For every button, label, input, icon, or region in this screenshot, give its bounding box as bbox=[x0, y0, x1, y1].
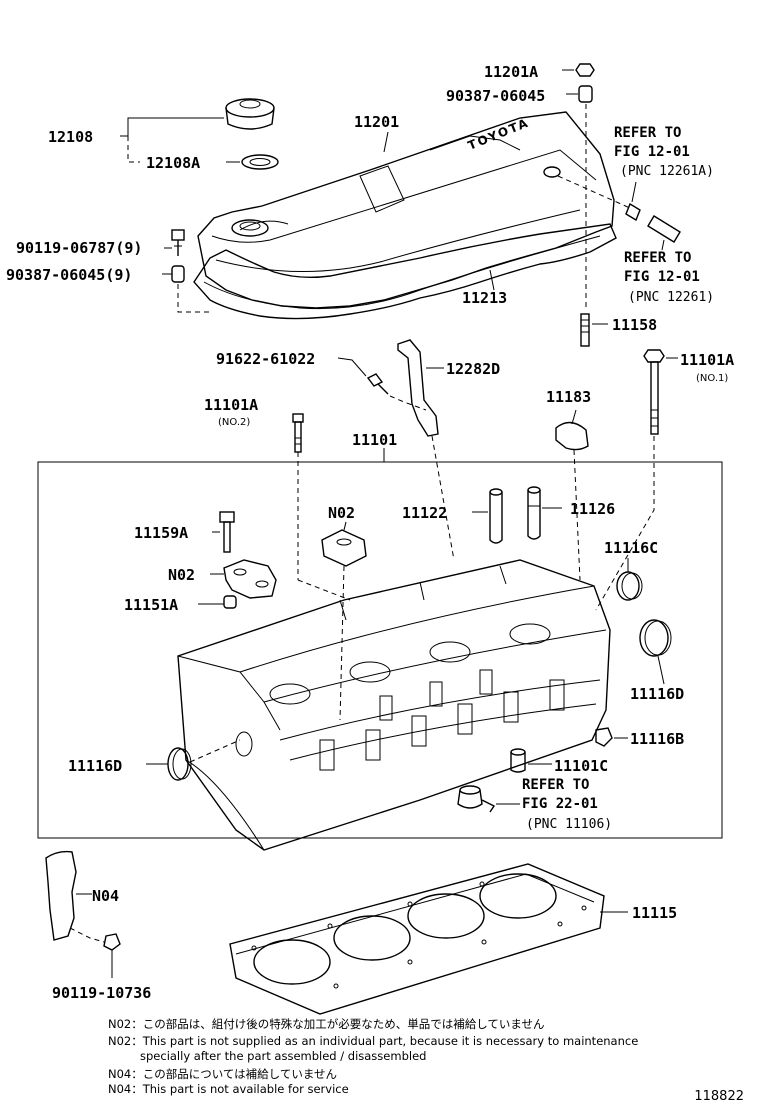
label-12282D: 12282D bbox=[446, 360, 500, 378]
bearing-cap-bolt bbox=[219, 511, 235, 553]
cover-nut-top bbox=[575, 63, 595, 77]
label-90387-06045-9: 90387-06045(9) bbox=[6, 266, 132, 284]
ref2-line3: (PNC 12261) bbox=[628, 290, 714, 305]
label-11183: 11183 bbox=[546, 388, 591, 406]
valve-guide-bushing-2 bbox=[527, 486, 541, 540]
pcv-hose-b bbox=[647, 215, 681, 243]
label-11122: 11122 bbox=[402, 504, 447, 522]
leader-11213 bbox=[489, 269, 495, 291]
label-90119-06787: 90119-06787(9) bbox=[16, 239, 142, 257]
label-N02-lower: N02 bbox=[168, 566, 195, 584]
label-11101C: 11101C bbox=[554, 757, 608, 775]
cover-bolt-left bbox=[171, 229, 185, 256]
cylinder-head bbox=[177, 559, 611, 851]
leader-12108A bbox=[127, 136, 140, 163]
label-11201A: 11201A bbox=[484, 63, 538, 81]
nozzle-holder-seat bbox=[457, 785, 496, 813]
dowel-11151A bbox=[223, 595, 237, 609]
engine-hanger-bracket bbox=[397, 339, 439, 437]
pcv-hose-a bbox=[625, 202, 641, 222]
label-11126: 11126 bbox=[570, 500, 615, 518]
plug-11116C bbox=[616, 571, 643, 601]
label-11101A-no1-sub: (NO.1) bbox=[696, 373, 728, 384]
bearing-cap-N02-upper bbox=[321, 529, 367, 567]
bracket-bolt-N04 bbox=[103, 933, 121, 978]
bracket-bolt bbox=[366, 373, 389, 395]
head-bolt-no1 bbox=[643, 349, 665, 435]
label-N04: N04 bbox=[92, 887, 119, 905]
label-11101A-no2: 11101A bbox=[204, 396, 258, 414]
label-11201: 11201 bbox=[354, 113, 399, 131]
label-11158: 11158 bbox=[612, 316, 657, 334]
bracket-N04 bbox=[45, 850, 77, 941]
label-11101: 11101 bbox=[352, 431, 397, 449]
leader-12108 bbox=[120, 117, 224, 137]
ref1-line2: FIG 12-01 bbox=[614, 144, 690, 160]
note-n02-en-cont: specially after the part assembled / dis… bbox=[140, 1049, 427, 1063]
camshaft-bearing-cap-11183 bbox=[555, 421, 589, 451]
ref3-line2: FIG 22-01 bbox=[522, 796, 598, 812]
cover-grommet-left bbox=[171, 265, 185, 283]
label-12108A: 12108A bbox=[146, 154, 200, 172]
cylinder-head-group-frame bbox=[37, 461, 723, 839]
note-n04-jp: N04：この部品については補給していません bbox=[108, 1067, 337, 1081]
head-cover-gasket bbox=[193, 223, 617, 320]
label-11115: 11115 bbox=[632, 904, 677, 922]
label-N02-upper: N02 bbox=[328, 504, 355, 522]
oil-filler-cap-gasket bbox=[241, 154, 279, 170]
plug-11116D-left bbox=[167, 747, 192, 781]
ref2-line2: FIG 12-01 bbox=[624, 269, 700, 285]
ref1-line1: REFER TO bbox=[614, 125, 681, 141]
ref3-line1: REFER TO bbox=[522, 777, 589, 793]
label-11101A-no1: 11101A bbox=[680, 351, 734, 369]
stud-bolt bbox=[580, 313, 590, 347]
plug-11116B bbox=[595, 727, 613, 747]
label-11116B: 11116B bbox=[630, 730, 684, 748]
note-n04-en: N04：This part is not available for servi… bbox=[108, 1082, 349, 1096]
ref2-line1: REFER TO bbox=[624, 250, 691, 266]
head-bolt-no2 bbox=[292, 413, 304, 453]
cover-grommet-top bbox=[578, 85, 593, 103]
ref1-line3: (PNC 12261A) bbox=[620, 164, 714, 179]
label-11151A: 11151A bbox=[124, 596, 178, 614]
cylinder-head-cover: TOYOTA bbox=[197, 111, 615, 309]
label-11213: 11213 bbox=[462, 289, 507, 307]
label-11116D-right: 11116D bbox=[630, 685, 684, 703]
note-n02-en: N02：This part is not supplied as an indi… bbox=[108, 1034, 639, 1048]
cylinder-head-gasket bbox=[229, 863, 605, 1015]
label-90119-10736: 90119-10736 bbox=[52, 984, 151, 1002]
figure-number: 118822 bbox=[694, 1089, 744, 1104]
oil-filler-cap bbox=[225, 98, 275, 130]
label-90387-06045-top: 90387-06045 bbox=[446, 87, 545, 105]
label-12108: 12108 bbox=[48, 128, 93, 146]
label-11159A: 11159A bbox=[134, 524, 188, 542]
plug-11116D-right bbox=[639, 619, 672, 657]
dowel-pin-11101C bbox=[510, 748, 526, 773]
label-11101A-no2-sub: (NO.2) bbox=[218, 417, 250, 428]
cover-brand-text: TOYOTA bbox=[466, 115, 531, 152]
label-11116D-left: 11116D bbox=[68, 757, 122, 775]
note-n02-jp: N02：この部品は、組付け後の特殊な加工が必要なため、単品では補給していません bbox=[108, 1017, 545, 1031]
leader-11201 bbox=[383, 131, 389, 153]
ref3-line3: (PNC 11106) bbox=[526, 817, 612, 832]
label-11116C: 11116C bbox=[604, 539, 658, 557]
bearing-cap-N02-lower bbox=[223, 559, 277, 599]
label-91622-61022: 91622-61022 bbox=[216, 350, 315, 368]
valve-guide-bushing bbox=[489, 488, 503, 544]
